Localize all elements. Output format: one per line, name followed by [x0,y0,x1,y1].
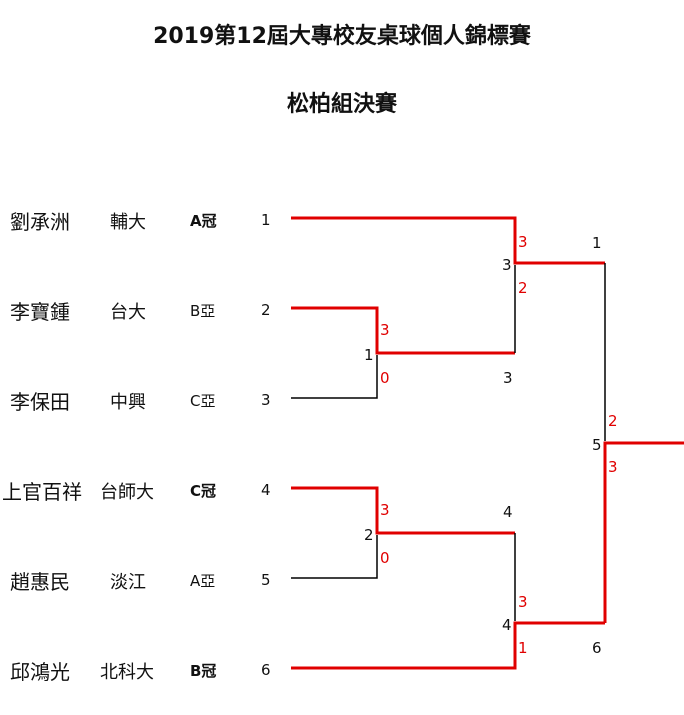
bracket-position: 2 [261,301,271,319]
player-seed: C冠 [190,482,217,500]
match-score-top: 3 [518,233,528,251]
player-name: 劉承洲 [10,210,70,234]
player-school: 淡江 [110,572,146,593]
match-score-bottom: 3 [608,458,618,476]
player-seed: A亞 [190,572,216,590]
bracket-position: 1 [261,211,271,229]
player-seed: C亞 [190,392,216,410]
match-score-top: 2 [608,412,618,430]
match-source-label: 4 [503,503,513,521]
division-title: 松柏組決賽 [286,92,397,117]
bracket-line-winner [291,621,605,670]
player-school: 台師大 [100,482,154,503]
match-source-label: 3 [503,369,513,387]
bracket-line-winner [603,441,684,623]
match-score-top: 3 [380,501,390,519]
player-school: 中興 [110,392,146,413]
bracket-line-winner [291,306,515,355]
match-number: 1 [364,346,374,364]
bracket-position: 4 [261,481,271,499]
match-score-bottom: 0 [380,369,390,387]
player-name: 趙惠民 [10,570,70,594]
player-school: 台大 [110,302,146,323]
bracket-line-loser [291,535,378,579]
tournament-title: 2019第12屆大專校友桌球個人錦標賽 [153,24,531,49]
bracket-position: 5 [261,571,271,589]
player-name: 邱鴻光 [10,660,70,684]
player-name: 上官百祥 [2,480,82,504]
player-seed: B冠 [190,662,217,680]
match-score-top: 3 [518,593,528,611]
match-score-bottom: 2 [518,279,528,297]
player-school: 北科大 [100,662,154,683]
bracket-position: 6 [261,661,271,679]
bracket-line-winner [291,216,605,265]
match-number: 5 [592,436,602,454]
match-score-top: 3 [380,321,390,339]
player-name: 李寶鍾 [10,300,70,324]
match-number: 2 [364,526,374,544]
match-score-bottom: 1 [518,639,528,657]
match-number: 4 [502,616,512,634]
bracket-line-loser [291,355,378,399]
player-school: 輔大 [110,212,146,233]
match-source-label: 1 [592,234,602,252]
match-score-bottom: 0 [380,549,390,567]
bracket-line-winner [291,486,515,535]
player-seed: A冠 [190,212,217,230]
player-seed: B亞 [190,302,216,320]
match-number: 3 [502,256,512,274]
match-source-label: 6 [592,639,602,657]
bracket-position: 3 [261,391,271,409]
player-name: 李保田 [10,390,70,414]
